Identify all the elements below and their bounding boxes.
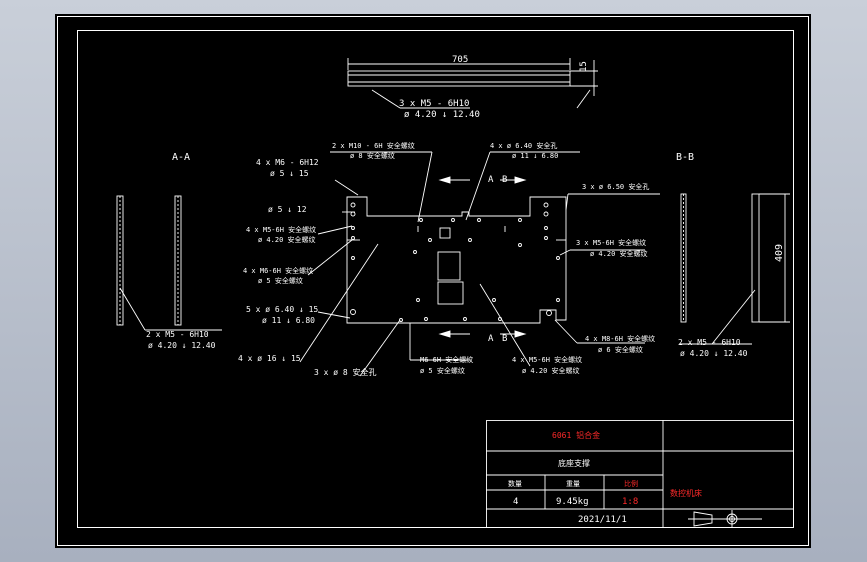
section-label-a: A-A bbox=[172, 152, 190, 163]
callout-l1b: ø 5 ↓ 15 bbox=[270, 169, 309, 178]
callout-top-1b: ø 8 安全螺纹 bbox=[350, 151, 395, 160]
callout-l6: 4 x ø 16 ↓ 15 bbox=[238, 354, 301, 363]
title-part-name: 底座支撑 bbox=[558, 458, 590, 468]
callout-l8b: ø 5 安全螺纹 bbox=[420, 366, 465, 375]
callout-top-1a: 2 x M10 - 6H 安全螺纹 bbox=[332, 141, 415, 150]
section-mark-a-top: A bbox=[488, 175, 494, 185]
callout-l7: 3 x ø 8 安全孔 bbox=[314, 367, 377, 377]
callout-l3b: ø 4.20 安全螺纹 bbox=[258, 235, 316, 244]
callout-l9b: ø 4.20 安全螺纹 bbox=[522, 366, 580, 375]
callout-l12: 3 x ø 6.50 安全孔 bbox=[582, 182, 649, 191]
callout-l4a: 4 x M6-6H 安全螺纹 bbox=[243, 266, 313, 275]
top-note-1: 3 x M5 - 6H10 bbox=[399, 99, 469, 109]
dim-top-thickness: 15 bbox=[579, 61, 589, 72]
title-weight: 9.45kg bbox=[556, 497, 589, 507]
title-header-weight: 重量 bbox=[566, 480, 580, 488]
left-note-2: ø 4.20 ↓ 12.40 bbox=[148, 341, 216, 350]
outer-border bbox=[57, 16, 809, 546]
callout-l5b: ø 11 ↓ 6.80 bbox=[262, 316, 315, 325]
title-block bbox=[486, 420, 794, 528]
dim-right-height: 409 bbox=[774, 244, 785, 262]
section-view-b bbox=[680, 193, 790, 345]
left-note-1: 2 x M5 - 6H10 bbox=[146, 330, 209, 339]
callout-l10a: 4 x M8-6H 安全螺纹 bbox=[585, 334, 655, 343]
callout-l1a: 4 x M6 - 6H12 bbox=[256, 158, 319, 167]
title-date: 2021/11/1 bbox=[578, 515, 627, 525]
callout-l8a: M6-6H 安全螺纹 bbox=[420, 355, 473, 364]
main-plate-view bbox=[299, 151, 660, 377]
title-qty: 4 bbox=[513, 497, 518, 507]
title-scale: 1:8 bbox=[622, 497, 638, 507]
right-note-2: ø 4.20 ↓ 12.40 bbox=[680, 349, 748, 358]
section-mark-b-top: B bbox=[502, 175, 507, 185]
drawing-canvas bbox=[55, 14, 811, 548]
title-organization: 数控机床 bbox=[670, 488, 702, 498]
callout-l11b: ø 4.20 安全螺纹 bbox=[590, 249, 648, 258]
section-view-a bbox=[116, 195, 222, 331]
callout-l10b: ø 6 安全螺纹 bbox=[598, 345, 643, 354]
callout-top-2b: ø 11 ↓ 6.80 bbox=[512, 152, 558, 160]
top-view bbox=[347, 58, 598, 109]
callout-l9a: 4 x M5-6H 安全螺纹 bbox=[512, 355, 582, 364]
section-label-b: B-B bbox=[676, 152, 694, 163]
top-note-2: ø 4.20 ↓ 12.40 bbox=[404, 110, 480, 120]
right-note-1: 2 x M5 - 6H10 bbox=[678, 338, 741, 347]
title-header-qty: 数量 bbox=[508, 479, 522, 488]
callout-l5a: 5 x ø 6.40 ↓ 15 bbox=[246, 305, 318, 314]
callout-l3a: 4 x M5-6H 安全螺纹 bbox=[246, 225, 316, 234]
dim-top-length: 705 bbox=[452, 55, 468, 65]
callout-top-2a: 4 x ø 6.40 安全孔 bbox=[490, 141, 557, 150]
callout-l4b: ø 5 安全螺纹 bbox=[258, 276, 303, 285]
callout-l11a: 3 x M5-6H 安全螺纹 bbox=[576, 238, 646, 247]
inner-border bbox=[77, 30, 794, 528]
title-header-scale: 比例 bbox=[624, 479, 638, 488]
section-mark-a-bottom: A bbox=[488, 334, 494, 344]
callout-l2: ø 5 ↓ 12 bbox=[268, 205, 307, 214]
title-material: 6061 铝合金 bbox=[552, 430, 600, 440]
section-mark-b-bottom: B bbox=[502, 334, 507, 344]
